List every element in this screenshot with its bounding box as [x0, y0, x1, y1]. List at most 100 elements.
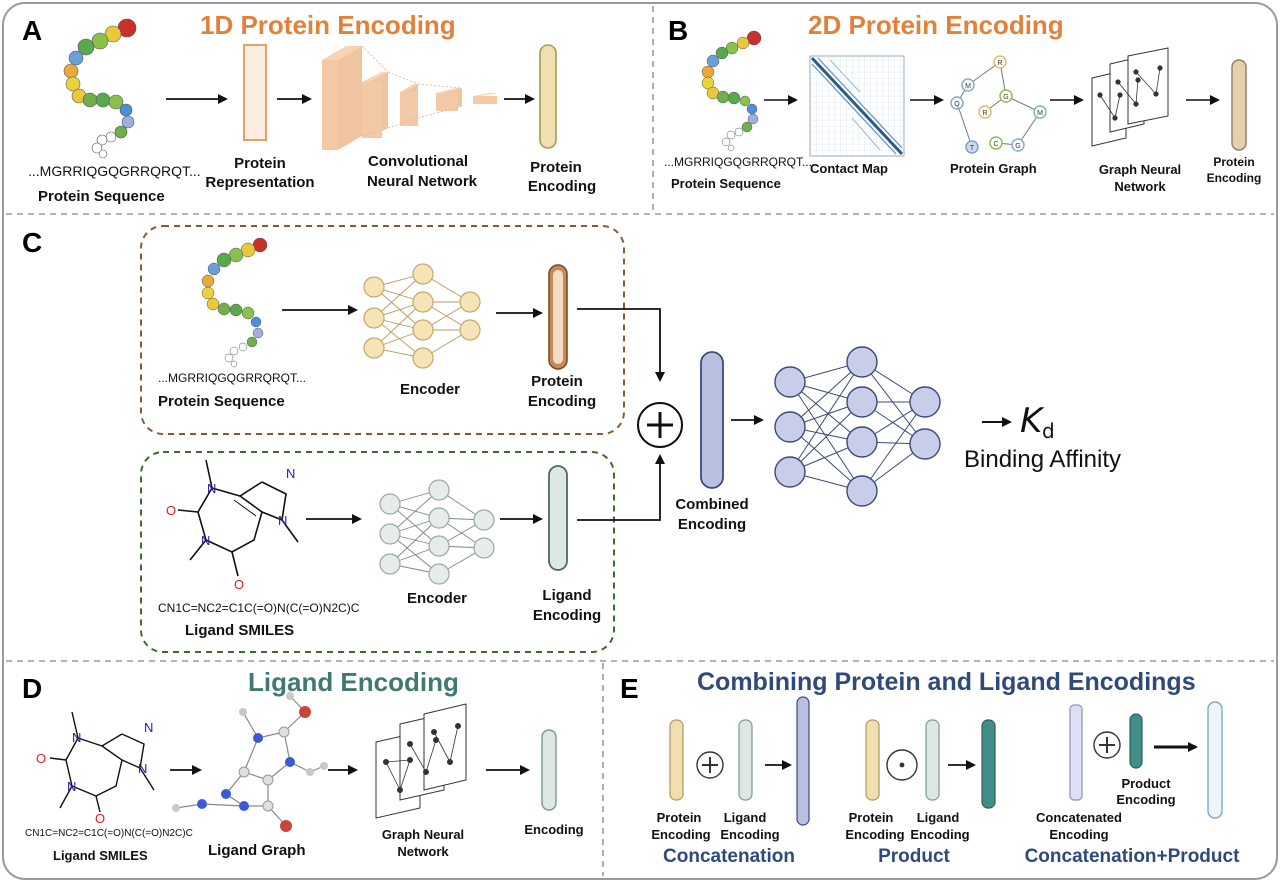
e-product-protein-bar: [865, 719, 880, 801]
panel-c-smiles: CN1C=NC2=C1C(=O)N(C(=O)N2C)C: [158, 601, 360, 615]
e-cp-product-enc-1: Product: [1121, 776, 1171, 791]
panel-c-ligand-encoding-bar: [548, 465, 568, 571]
c-atom-n1: N: [207, 481, 216, 496]
c-atom-n2: N: [201, 533, 210, 548]
panel-c-ligand-enc-1: Ligand: [542, 587, 591, 604]
combined-encoding-bar: [700, 351, 724, 489]
panel-a-sequence-label: Protein Sequence: [38, 188, 165, 205]
e-product-protein-2: Encoding: [845, 827, 904, 842]
graph-node-8: C: [993, 141, 998, 148]
d-atom-o2: O: [95, 811, 105, 826]
panel-c-smiles-label: Ligand SMILES: [185, 622, 294, 639]
d-atom-n4: N: [138, 761, 147, 776]
panel-d-title: Ligand Encoding: [248, 667, 459, 697]
e-concat-ligand-bar: [738, 719, 753, 801]
panel-e-title: Combining Protein and Ligand Encodings: [697, 668, 1196, 696]
binding-affinity-label: Binding Affinity: [964, 446, 1121, 473]
panel-b-enc-label-1: Protein: [1213, 155, 1254, 169]
panel-b-sequence-label: Protein Sequence: [671, 176, 781, 191]
panel-d-ligand-encoding-bar: [541, 729, 557, 811]
e-cp-result-bar: [1207, 701, 1223, 819]
protein-helix-small-icon: [701, 30, 762, 152]
cnn-blocks-icon: [322, 45, 498, 150]
panel-a-cnn-label-2: Neural Network: [367, 173, 478, 190]
panel-b-protein-encoding-bar: [1231, 59, 1247, 151]
e-concat-protein-bar: [669, 719, 684, 801]
e-concat-ligand-1: Ligand: [724, 810, 767, 825]
protein-branch-box: [140, 225, 625, 435]
panel-a-cnn-label-1: Convolutional: [368, 153, 468, 170]
panel-e: E Combining Protein and Ligand Encodings…: [620, 668, 1240, 867]
panel-b: B 2D Protein Encoding ...MGRRIQGQGRRQRQT…: [664, 10, 1261, 194]
panel-a-repr-label-2: Representation: [205, 174, 314, 191]
ligand-graph-label: Ligand Graph: [208, 842, 306, 859]
concatenation-example: Protein Encoding Ligand Encoding Concate…: [651, 696, 810, 867]
panel-c-sequence-label: Protein Sequence: [158, 393, 285, 410]
graph-node-4: R: [982, 110, 987, 117]
panel-c-protein-enc-1: Protein: [531, 373, 583, 390]
panel-b-gnn-label-2: Network: [1114, 179, 1166, 194]
panel-c-letter: C: [22, 227, 42, 258]
graph-node-1: R: [997, 60, 1002, 67]
ligand-branch-box: [140, 451, 615, 653]
ligand-encoder-network-icon: [379, 479, 495, 585]
panel-d-smiles: CN1C=NC2=C1C(=O)N(C(=O)N2C)C: [25, 828, 193, 839]
graph-node-5: G: [1003, 94, 1008, 101]
c-atom-o2: O: [234, 577, 244, 592]
panel-a-enc-label-1: Protein: [530, 159, 582, 176]
panel-a-repr-label-1: Protein: [234, 155, 286, 172]
ligand-graph-icon: [172, 692, 328, 832]
protein-graph-icon: R M Q R G M T C G: [950, 55, 1047, 154]
panel-a-sequence: ...MGRRIQGQGRRQRQT...: [28, 163, 201, 179]
e-cp-product-enc-2: Encoding: [1116, 792, 1175, 807]
e-cp-concat-enc-1: Concatenated: [1036, 810, 1122, 825]
combined-label-1: Combined: [675, 496, 748, 513]
panel-c-sequence: ...MGRRIQGQGRRQRQT...: [158, 371, 306, 385]
e-concatenation-label: Concatenation: [663, 846, 795, 867]
d-atom-n1: N: [72, 730, 81, 745]
panel-d: D Ligand Encoding O O N N N N CN1C=NC2=C…: [22, 667, 584, 863]
combined-label-2: Encoding: [678, 516, 746, 533]
panel-a-letter: A: [22, 15, 42, 46]
panel-a-title: 1D Protein Encoding: [200, 10, 456, 40]
e-concat-result-bar: [796, 696, 810, 826]
panel-c-protein-enc-2: Encoding: [528, 393, 596, 410]
d-atom-n2: N: [67, 779, 76, 794]
protein-helix-c-icon: [201, 237, 268, 368]
panel-a-protein-encoding-bar: [539, 44, 557, 149]
e-product-protein-1: Protein: [849, 810, 894, 825]
panel-c-ligand-enc-2: Encoding: [533, 607, 601, 624]
contact-map-label: Contact Map: [810, 161, 888, 176]
e-product-ligand-bar: [925, 719, 940, 801]
e-concat-protein-1: Protein: [657, 810, 702, 825]
graph-node-3: Q: [954, 101, 960, 108]
e-cp-concat-enc-2: Encoding: [1049, 827, 1108, 842]
panel-e-letter: E: [620, 673, 639, 704]
panel-d-encoding-label: Encoding: [524, 822, 583, 837]
panel-d-letter: D: [22, 673, 42, 704]
graph-node-2: M: [965, 83, 971, 90]
e-product-ligand-1: Ligand: [917, 810, 960, 825]
c-atom-o1: O: [166, 503, 176, 518]
graph-node-6: M: [1037, 110, 1043, 117]
protein-graph-label: Protein Graph: [950, 161, 1037, 176]
panel-d-smiles-label: Ligand SMILES: [53, 848, 148, 863]
panel-b-enc-label-2: Encoding: [1207, 171, 1262, 185]
d-atom-o1: O: [36, 751, 46, 766]
product-example: Protein Encoding Ligand Encoding Product: [845, 719, 996, 867]
e-cp-concat-bar: [1069, 704, 1083, 801]
panel-b-title: 2D Protein Encoding: [808, 10, 1064, 40]
panel-a: A 1D Protein Encoding ...MGRRIQGQGRRQRQT…: [22, 10, 596, 205]
d-atom-n3: N: [144, 720, 153, 735]
panel-d-gnn-label-2: Network: [397, 844, 449, 859]
caffeine-molecule-icon: [177, 459, 299, 577]
e-product-result-bar: [981, 719, 996, 809]
c-atom-n4: N: [278, 513, 287, 528]
protein-representation-bar: [243, 44, 267, 141]
gnn-layers-icon: [1091, 47, 1169, 147]
protein-encoder-label: Encoder: [400, 381, 460, 398]
kd-subscript: d: [1042, 419, 1055, 443]
panel-b-sequence: ...MGRRIQGQGRRQRQT...: [664, 155, 812, 169]
